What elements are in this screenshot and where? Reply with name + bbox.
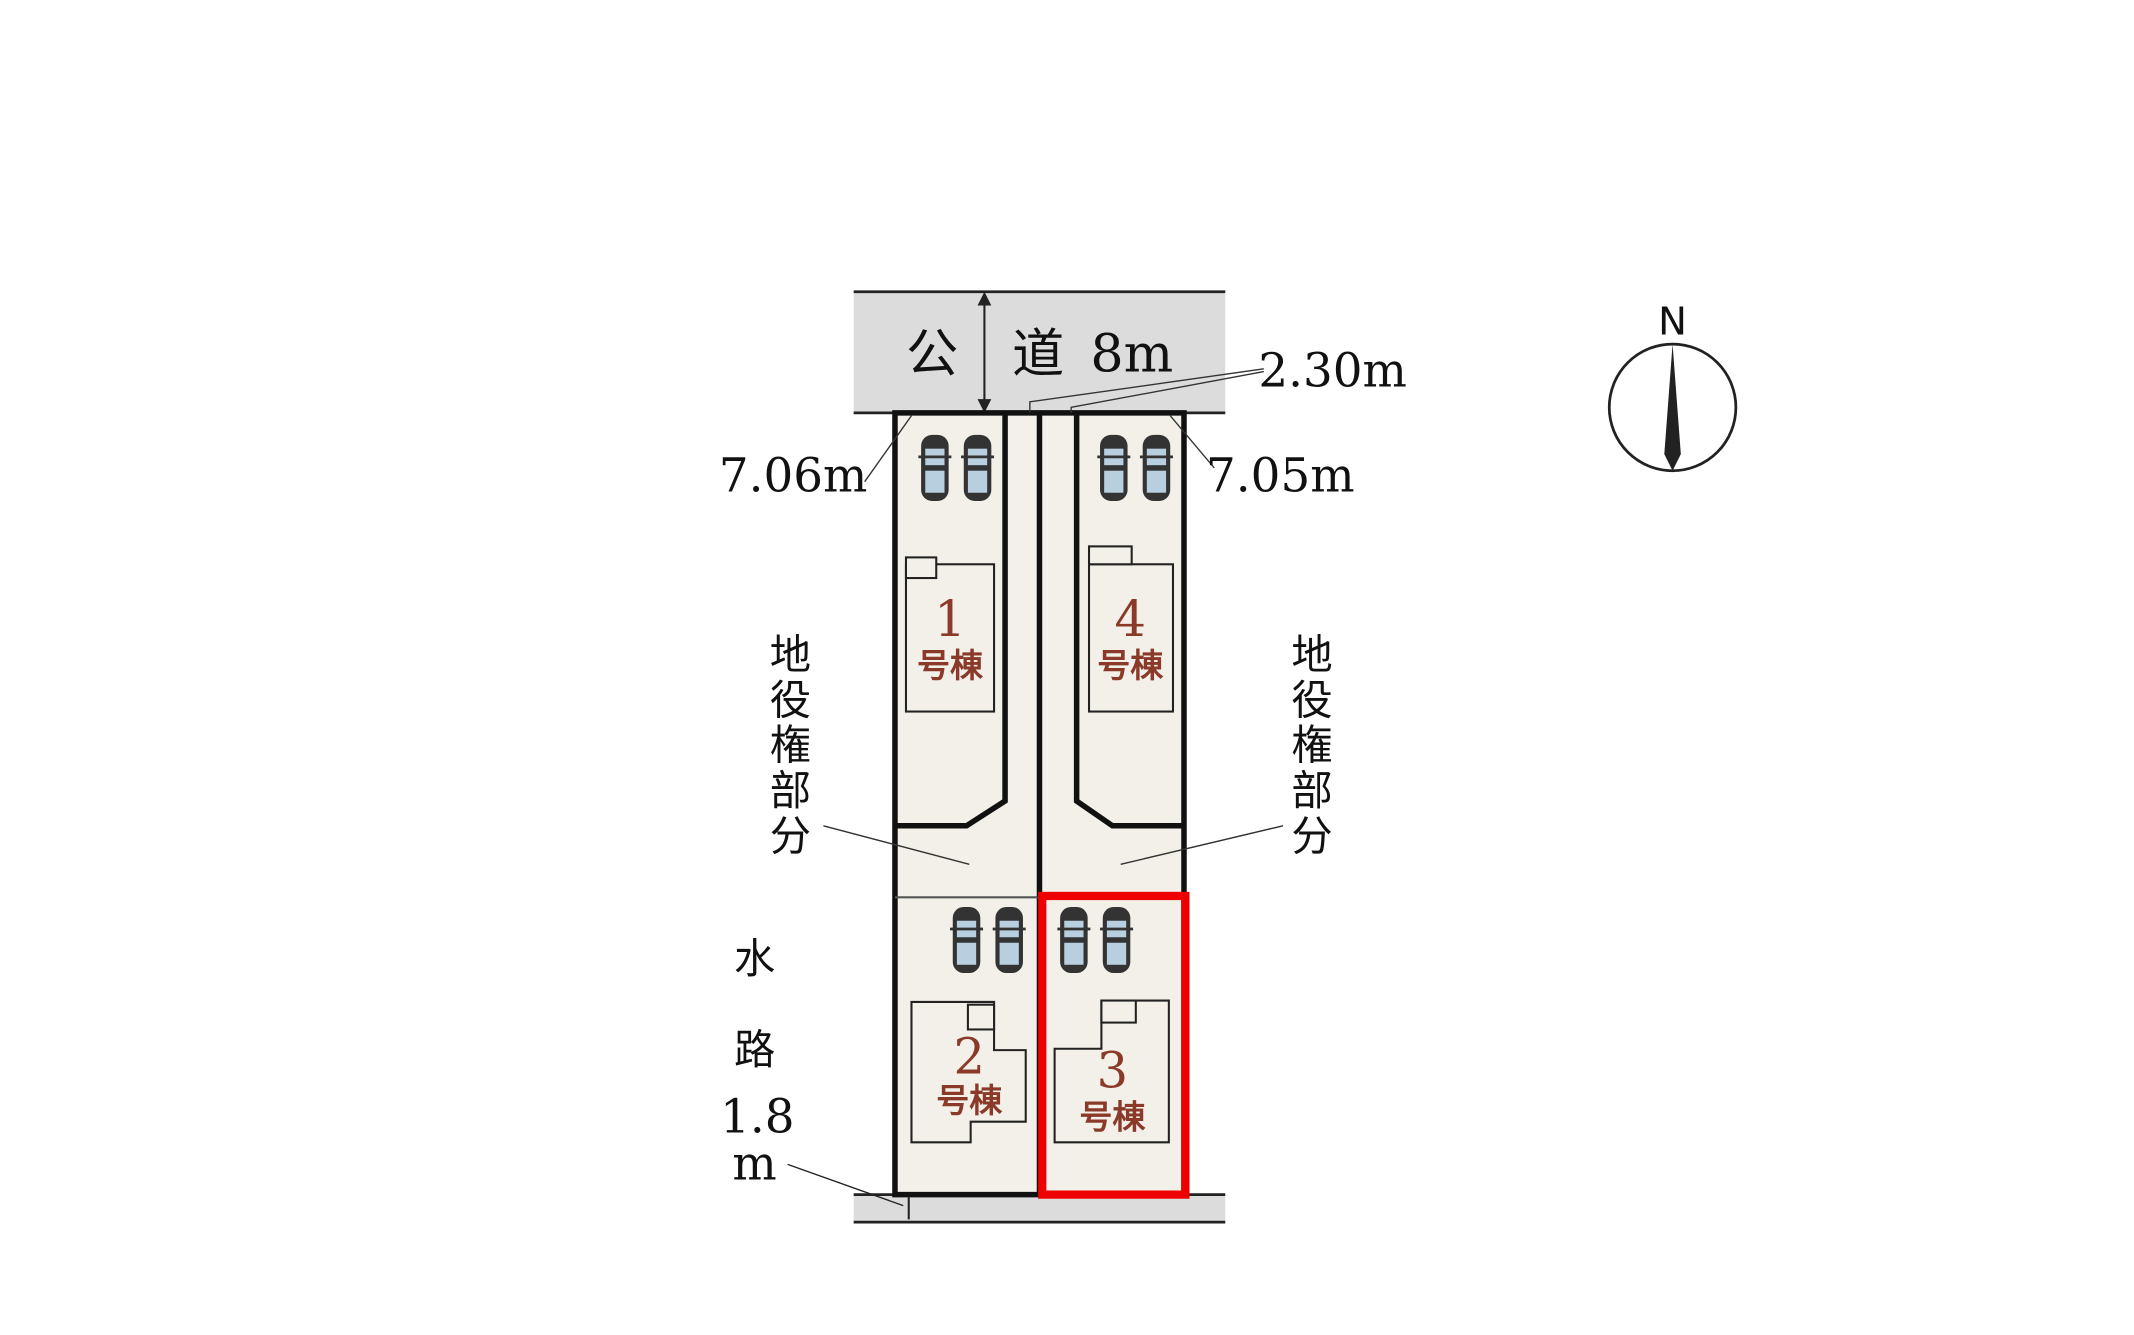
- dimension-leaders: [823, 368, 1284, 865]
- compass-north-label: N: [1658, 299, 1687, 344]
- frontage-left: 7.06m: [719, 449, 868, 503]
- waterway-width-1: 1.8: [720, 1091, 794, 1145]
- easement-char: 権: [1291, 722, 1332, 770]
- waterway-char-2: 路: [734, 1026, 775, 1074]
- frontage-right: 7.05m: [1206, 449, 1355, 503]
- car-icon: [959, 433, 996, 503]
- lot-2-suffix: 号棟: [936, 1081, 1003, 1120]
- easement-char: 役: [1291, 676, 1332, 724]
- easement-char: 地: [770, 631, 811, 679]
- easement-char: 分: [770, 813, 811, 861]
- easement-char: 部: [770, 767, 811, 815]
- building-2: [910, 1000, 1027, 1144]
- car-icon: [948, 905, 985, 975]
- easement-char: 地: [1291, 631, 1332, 679]
- easement-char: 部: [1291, 767, 1332, 815]
- car-icon: [1055, 905, 1092, 975]
- building-3: [1053, 999, 1170, 1144]
- north-compass-icon: N: [1607, 299, 1738, 473]
- lot-3-number: 3: [1097, 1041, 1129, 1099]
- car-icon: [916, 433, 953, 503]
- driveway-width: 2.30m: [1258, 345, 1407, 399]
- building-4: [1087, 545, 1175, 713]
- lot-3-highlight: [1038, 891, 1190, 1199]
- lot-4-suffix: 号棟: [1097, 646, 1164, 685]
- car-icon: [991, 905, 1028, 975]
- building-1: [904, 556, 996, 713]
- easement-char: 役: [770, 676, 811, 724]
- lot-1-suffix: 号棟: [917, 646, 984, 685]
- car-icon: [1098, 905, 1135, 975]
- waterway-char-1: 水: [734, 935, 775, 983]
- car-icon: [1095, 433, 1132, 503]
- road-label-2: 道: [1012, 324, 1064, 385]
- waterway-width-2: m: [732, 1137, 776, 1191]
- easement-char: 権: [770, 722, 811, 770]
- lot-3-suffix: 号棟: [1079, 1098, 1146, 1137]
- easement-char: 分: [1291, 813, 1332, 861]
- easement-label-right: 地 役 権 部 分: [1291, 631, 1332, 861]
- lot-1-number: 1: [934, 590, 966, 648]
- road-label-1: 公: [906, 324, 958, 385]
- lot-2-number: 2: [954, 1028, 986, 1086]
- car-icon: [1138, 433, 1175, 503]
- easement-label-left: 地 役 権 部 分: [770, 631, 811, 861]
- road-width: 8m: [1090, 324, 1173, 385]
- lot-4-number: 4: [1115, 590, 1147, 648]
- public-road: 公 道 8m: [853, 290, 1226, 415]
